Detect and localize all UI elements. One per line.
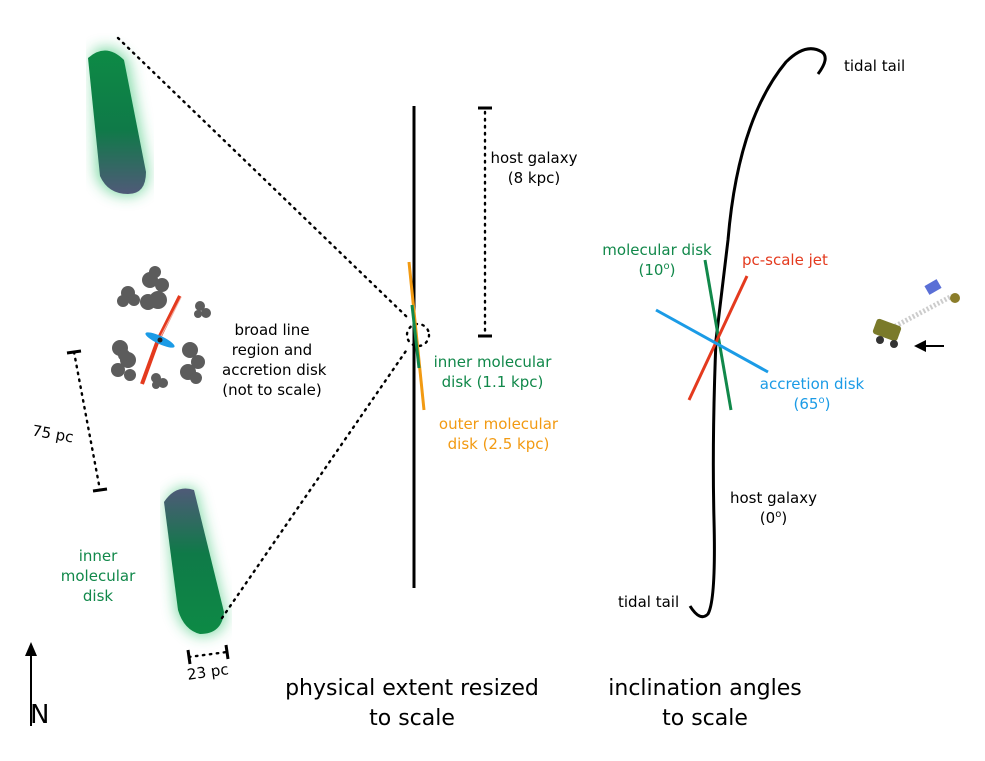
pc-jet-label: pc-scale jet xyxy=(742,251,828,269)
north-label: N xyxy=(30,700,50,730)
blr-jet-accretion xyxy=(140,295,183,385)
north-arrow-icon xyxy=(25,642,37,726)
host-galaxy-curve xyxy=(688,47,827,619)
host-angle-label: host galaxy (0o) xyxy=(730,489,817,527)
inner-disk-blob-top xyxy=(88,47,149,196)
inner-disk-blob-bottom xyxy=(164,487,226,636)
pc-scale-jet-line xyxy=(687,275,749,401)
blr-clouds xyxy=(111,266,211,389)
accretion-disk-line xyxy=(655,308,769,374)
telescope-icon xyxy=(872,279,960,348)
host-galaxy-size-label: host galaxy(8 kpc) xyxy=(490,149,578,187)
accretion-angle-label: accretion disk (65o) xyxy=(759,375,865,413)
scale-bar-23pc xyxy=(186,644,230,665)
scale-bar-75pc xyxy=(66,349,108,493)
tidal-tail-top-label: tidal tail xyxy=(844,57,906,75)
inner-disk-line xyxy=(410,304,421,369)
observer-arrow-icon xyxy=(914,340,944,352)
tidal-tail-bottom-label: tidal tail xyxy=(618,593,680,611)
zoom-lines xyxy=(116,36,431,620)
host-galaxy-size-bar xyxy=(478,106,492,338)
molecular-disk-angle-label: molecular disk (10o) xyxy=(602,241,712,279)
